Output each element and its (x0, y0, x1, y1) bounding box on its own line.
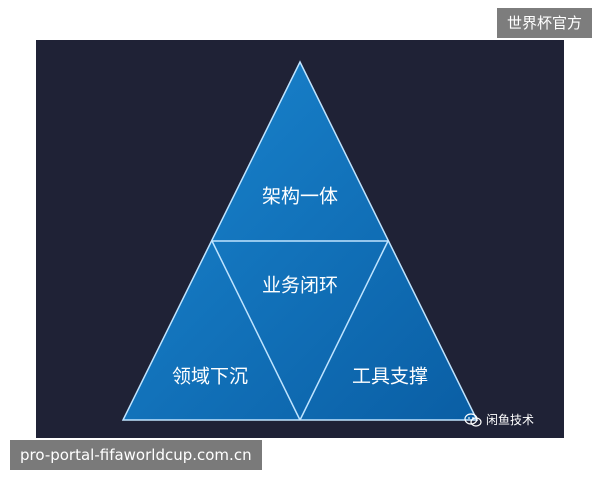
url-badge: pro-portal-fifaworldcup.com.cn (10, 440, 262, 470)
wechat-icon (464, 412, 482, 427)
triangle-diagram: 架构一体 业务闭环 领域下沉 工具支撑 (121, 60, 479, 421)
label-bottom-right: 工具支撑 (352, 366, 428, 388)
diagram-slide: 架构一体 业务闭环 领域下沉 工具支撑 闲鱼技术 (36, 40, 564, 438)
divider-left (211, 240, 301, 421)
label-top: 架构一体 (262, 186, 338, 208)
source-badge: 世界杯官方 (496, 8, 592, 38)
label-center: 业务闭环 (262, 275, 338, 297)
watermark: 闲鱼技术 (464, 411, 534, 428)
watermark-text: 闲鱼技术 (485, 413, 534, 427)
label-bottom-left: 领域下沉 (172, 366, 248, 388)
divider-right (299, 240, 389, 421)
